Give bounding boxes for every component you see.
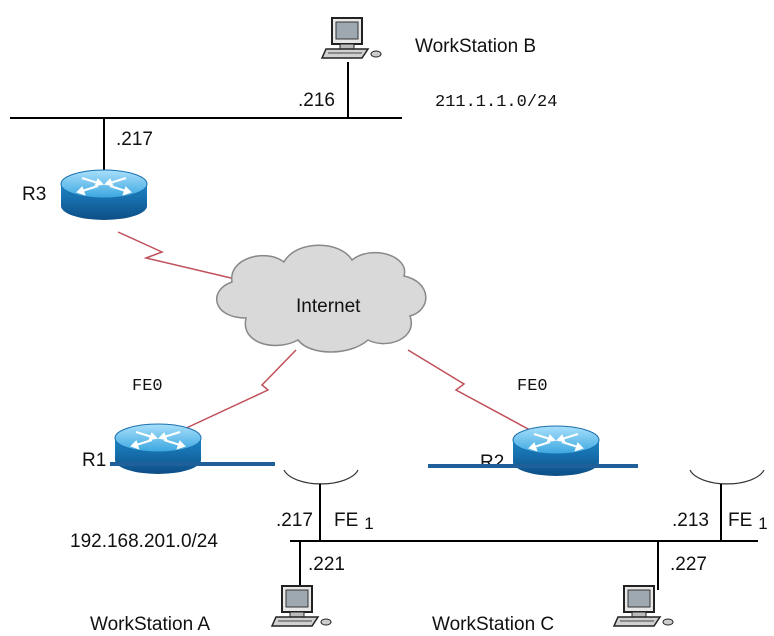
r1-fe1-address: .217 — [276, 510, 313, 531]
workstation-c-icon — [613, 585, 674, 627]
r2-fe1-address: .213 — [672, 510, 709, 531]
workstation-b-icon — [321, 17, 382, 59]
bottom-network-label: 192.168.201.0/24 — [70, 531, 218, 552]
ws-c-address: .227 — [670, 554, 707, 575]
internet-cloud: Internet — [216, 244, 427, 353]
workstation-b-label: WorkStation B — [415, 36, 536, 57]
top-network-label: 211.1.1.0/24 — [435, 93, 557, 112]
internet-label: Internet — [296, 296, 361, 317]
r3-address: .217 — [116, 129, 153, 150]
workstation-c-label: WorkStation C — [432, 614, 554, 635]
r2-link-bar — [428, 464, 638, 468]
r1-fe0-label: FE0 — [132, 377, 163, 396]
ws-b-address: .216 — [298, 90, 335, 111]
r1-fe1-arc — [283, 469, 359, 485]
serial-link-r1 — [181, 349, 297, 431]
router-r1-label: R1 — [82, 450, 106, 471]
r1-link-bar — [110, 462, 275, 466]
router-r1-icon — [114, 423, 202, 475]
workstation-a-label: WorkStation A — [90, 614, 210, 635]
r2-fe0-label: FE0 — [517, 377, 548, 396]
ws-a-address: .221 — [308, 554, 345, 575]
router-r3-label: R3 — [22, 184, 46, 205]
workstation-a-icon — [271, 585, 332, 627]
router-r3-icon — [60, 169, 148, 221]
serial-link-r3 — [117, 231, 249, 283]
router-r2-label: R2 — [480, 452, 504, 473]
router-r2-icon — [512, 425, 600, 477]
r2-fe1-arc — [689, 469, 765, 485]
serial-link-r2 — [407, 349, 531, 431]
